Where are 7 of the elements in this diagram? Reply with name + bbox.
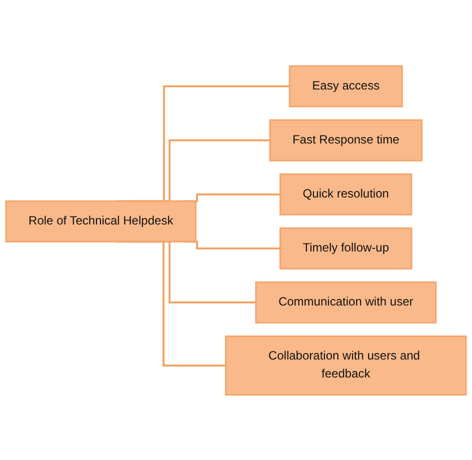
node-box: Timely follow-up	[279, 227, 412, 270]
node-box: Quick resolution	[280, 172, 412, 215]
node-box: Role of Technical Helpdesk	[5, 200, 196, 242]
node-box: Fast Response time	[269, 118, 423, 161]
node-box: Easy access	[288, 64, 403, 107]
node-box: Communication with user	[255, 281, 437, 324]
node-box: Collaboration with users and feedback	[225, 335, 467, 396]
